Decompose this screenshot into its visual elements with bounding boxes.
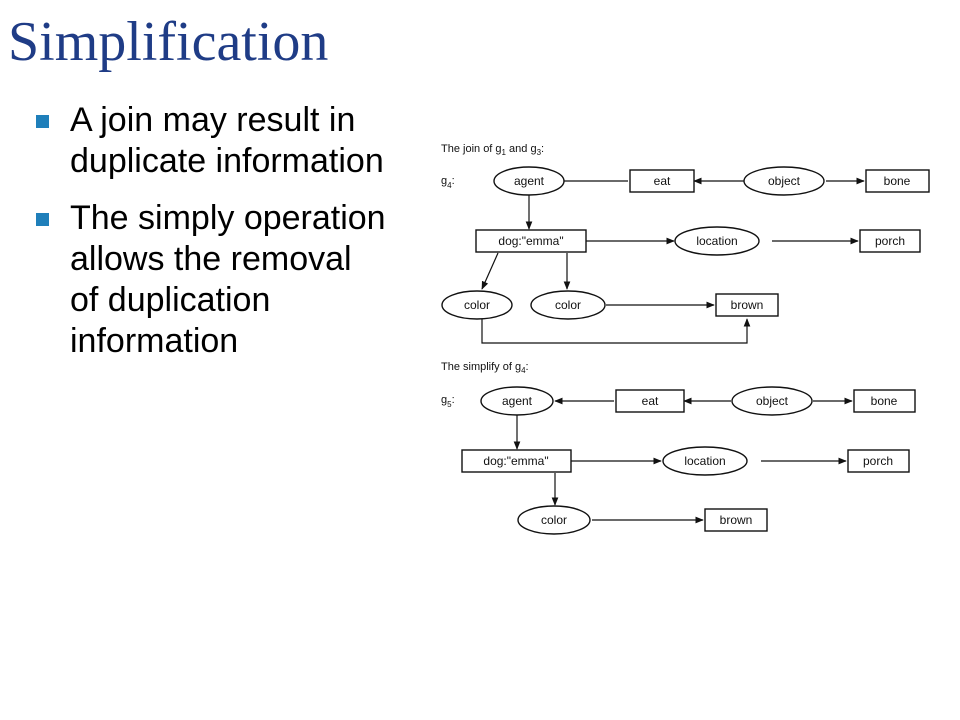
top-eat-node: [629, 169, 695, 193]
top-agent-node: [493, 166, 565, 196]
slide-title: Simplification: [8, 11, 329, 73]
top-brown-node: [715, 293, 779, 317]
bottom-brown-label: brown: [720, 513, 753, 527]
bottom-eat-node: [615, 389, 685, 413]
top-object-node: [743, 166, 825, 196]
top-color1-node: [441, 290, 513, 320]
top-location-node: [674, 226, 760, 256]
bullet-square-icon: [36, 115, 49, 128]
bullet-square-icon: [36, 213, 49, 226]
bottom-porch-node: [847, 449, 910, 473]
bullet-text: The simply operation allows the removal …: [70, 199, 386, 360]
bottom-agent-node: [480, 386, 554, 416]
bottom-object-label: object: [756, 394, 789, 408]
bottom-caption: The simplify of g4:: [441, 361, 529, 375]
bottom-graph-label: g5:: [441, 394, 455, 409]
top-brown-label: brown: [731, 298, 764, 312]
bottom-brown-node: [704, 508, 768, 532]
top-graph-label: g4:: [441, 175, 455, 190]
top-porch-node: [859, 229, 921, 253]
bottom-agent-label: agent: [502, 394, 533, 408]
bottom-color-label: color: [541, 513, 567, 527]
top-dog-node: [475, 229, 587, 253]
top-object-label: object: [768, 174, 801, 188]
top-porch-label: porch: [875, 234, 905, 248]
top-bone-label: bone: [884, 174, 911, 188]
bottom-dog-node: [461, 449, 572, 473]
bottom-location-label: location: [684, 454, 725, 468]
bullet-item: A join may result in duplicate informati…: [36, 100, 386, 182]
bottom-color-node: [517, 505, 591, 535]
bottom-bone-node: [853, 389, 916, 413]
top-location-label: location: [696, 234, 737, 248]
top-caption: The join of g1 and g3:: [441, 143, 544, 157]
bottom-bone-label: bone: [871, 394, 898, 408]
bottom-object-node: [731, 386, 813, 416]
bottom-location-node: [662, 446, 748, 476]
bullet-text: A join may result in duplicate informati…: [70, 101, 384, 180]
top-color1-label: color: [464, 298, 490, 312]
bottom-eat-label: eat: [642, 394, 659, 408]
top-dog-label: dog:"emma": [498, 234, 563, 248]
top-color2-node: [530, 290, 606, 320]
top-bone-node: [865, 169, 930, 193]
top-eat-label: eat: [654, 174, 671, 188]
top-edges: [481, 177, 865, 344]
top-agent-label: agent: [514, 174, 545, 188]
bullet-list: A join may result in duplicate informati…: [36, 100, 386, 378]
bullet-item: The simply operation allows the removal …: [36, 198, 386, 362]
bottom-dog-label: dog:"emma": [483, 454, 548, 468]
bottom-porch-label: porch: [863, 454, 893, 468]
top-color2-label: color: [555, 298, 581, 312]
bottom-edges: [513, 397, 853, 524]
